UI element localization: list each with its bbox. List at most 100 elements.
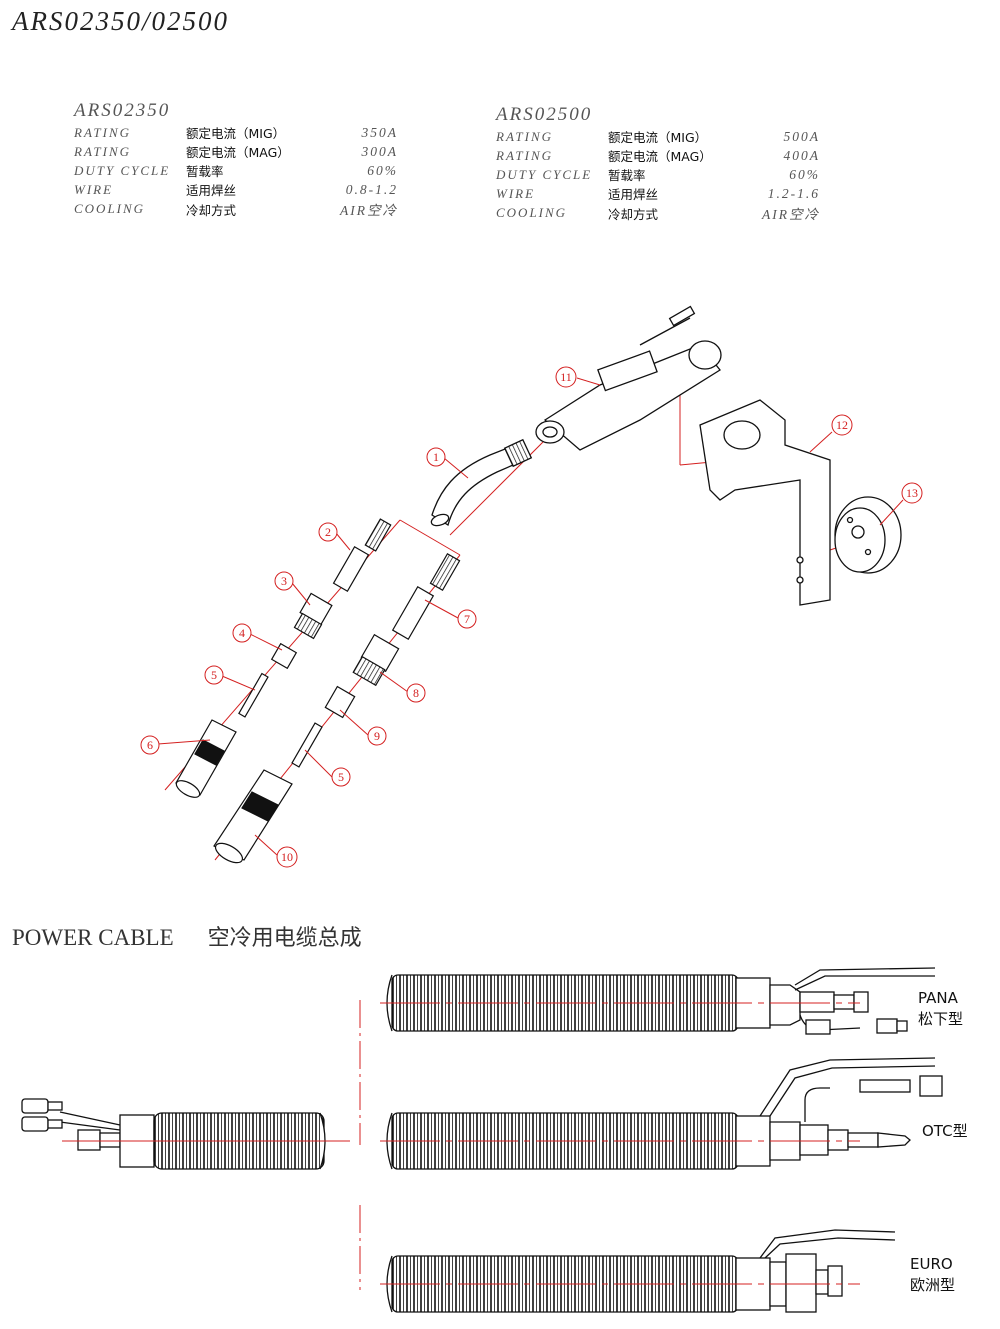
spec-row: WIRE 适用焊丝 1.2-1.6 [496,184,820,203]
connector-label-euro: EURO 欧洲型 [910,1254,955,1296]
euro-cable [386,1229,896,1313]
spec-model: ARS02500 [496,104,593,125]
contact-tip-part [238,672,269,718]
spec-value: 1.2-1.6 [767,185,820,201]
spec-label-cn: 额定电流（MAG） [608,149,712,164]
spec-label-en: COOLING [74,201,146,216]
spec-value: 400A [783,147,820,163]
bracket-part [699,399,831,606]
spec-label-cn: 暂载率 [186,164,224,179]
callout-10: 10 [276,846,298,868]
callout-8: 8 [406,683,426,703]
power-cable-title-en: POWER CABLE [12,925,174,950]
spec-label-cn: 额定电流（MIG） [608,130,708,145]
tip-holder-500-part [324,685,356,719]
spec-row: RATING 额定电流（MIG） 500A [496,127,820,146]
spec-label-en: DUTY CYCLE [74,162,171,178]
spec-label-en: WIRE [74,181,114,197]
callout-5a: 5 [204,665,224,685]
spec-label-en: DUTY CYCLE [496,166,593,182]
spec-value: AIR空冷 [340,203,398,218]
spec-label-cn: 适用焊丝 [186,183,237,198]
spec-label-cn: 额定电流（MAG） [186,145,290,160]
spec-value: 0.8-1.2 [345,181,398,197]
cable-center-lines [380,1002,860,1285]
connector-name: PANA [918,989,958,1007]
spec-row: WIRE 适用焊丝 0.8-1.2 [74,180,398,199]
svg-text:8: 8 [413,686,419,700]
connector-name-cn: 松下型 [918,1010,964,1028]
svg-text:3: 3 [281,574,287,588]
svg-text:1: 1 [433,450,439,464]
spec-label-cn: 额定电流（MIG） [186,126,286,141]
callout-13: 13 [901,482,923,504]
spec-value: AIR空冷 [762,207,820,222]
spec-row: COOLING 冷却方式 AIR空冷 [496,203,820,223]
spec-row: COOLING 冷却方式 AIR空冷 [74,199,398,219]
spec-label-cn: 冷却方式 [186,202,237,218]
spec-block-ars02500: ARS02500 RATING 额定电流（MIG） 500A RATING 额定电流（… [496,104,820,223]
svg-text:10: 10 [281,850,293,864]
spec-label-cn: 适用焊丝 [608,187,659,202]
otc-cable [386,1057,943,1170]
spec-label-en: RATING [496,147,554,163]
connector-name: EURO [910,1255,953,1273]
spec-row: RATING 额定电流（MAG） 400A [496,146,820,165]
spec-model: ARS02350 [74,100,171,121]
connector-name-cn: 欧洲型 [910,1276,956,1294]
insulator-part [293,592,333,640]
power-cable-title-cn: 空冷用电缆总成 [207,926,362,951]
spec-label-en: RATING [74,143,132,159]
spec-row: DUTY CYCLE 暂载率 60% [74,161,398,180]
swan-neck-part [430,438,533,527]
callout-9: 9 [367,726,387,746]
contact-tip-500-part [291,722,323,768]
spec-block-ars02350: ARS02350 RATING 额定电流（MIG） 350A RATING 额定电流（… [74,100,398,219]
spec-label-en: COOLING [496,205,568,220]
nozzle-part [175,719,237,798]
svg-text:5: 5 [338,770,344,784]
callout-11: 11 [555,366,577,388]
insulator-500-part [352,633,400,687]
flange-plate-part [834,496,902,574]
spec-label-cn: 暂载率 [608,168,646,183]
gas-diffuser-part [332,518,392,593]
torch-body-part [535,305,722,451]
spec-label-cn: 冷却方式 [608,206,659,222]
spec-label-en: WIRE [496,185,536,201]
svg-text:2: 2 [325,525,331,539]
spec-value: 60% [789,166,820,182]
callout-3: 3 [274,571,294,591]
left-cable-end [21,1098,326,1170]
gas-diffuser-500-part [391,552,461,640]
svg-text:13: 13 [906,486,918,500]
spec-value: 60% [367,162,398,178]
spec-label-en: RATING [74,124,132,140]
svg-text:6: 6 [147,738,153,752]
spec-value: 350A [361,124,398,140]
connector-label-otc: OTC型 [922,1121,968,1142]
spec-row: RATING 额定电流（MAG） 300A [74,142,398,161]
callout-2: 2 [318,522,338,542]
spec-value: 300A [361,143,398,159]
break-lines [62,1000,361,1290]
connector-label-pana: PANA 松下型 [918,988,963,1030]
callout-7: 7 [457,609,477,629]
callout-4: 4 [232,623,252,643]
svg-text:12: 12 [836,418,848,432]
svg-text:7: 7 [464,612,470,626]
connector-name: OTC型 [922,1122,968,1140]
svg-text:5: 5 [211,668,217,682]
spec-value: 500A [783,128,820,144]
callout-12: 12 [831,414,853,436]
callout-6: 6 [140,735,160,755]
callout-leaders [157,377,904,856]
callout-5b: 5 [331,767,351,787]
spec-row: DUTY CYCLE 暂载率 60% [496,165,820,184]
svg-text:4: 4 [239,626,245,640]
spec-label-en: RATING [496,128,554,144]
svg-text:9: 9 [374,729,380,743]
exploded-torch-diagram: 1 2 3 4 5 6 7 8 9 5 10 11 12 13 [140,305,923,868]
